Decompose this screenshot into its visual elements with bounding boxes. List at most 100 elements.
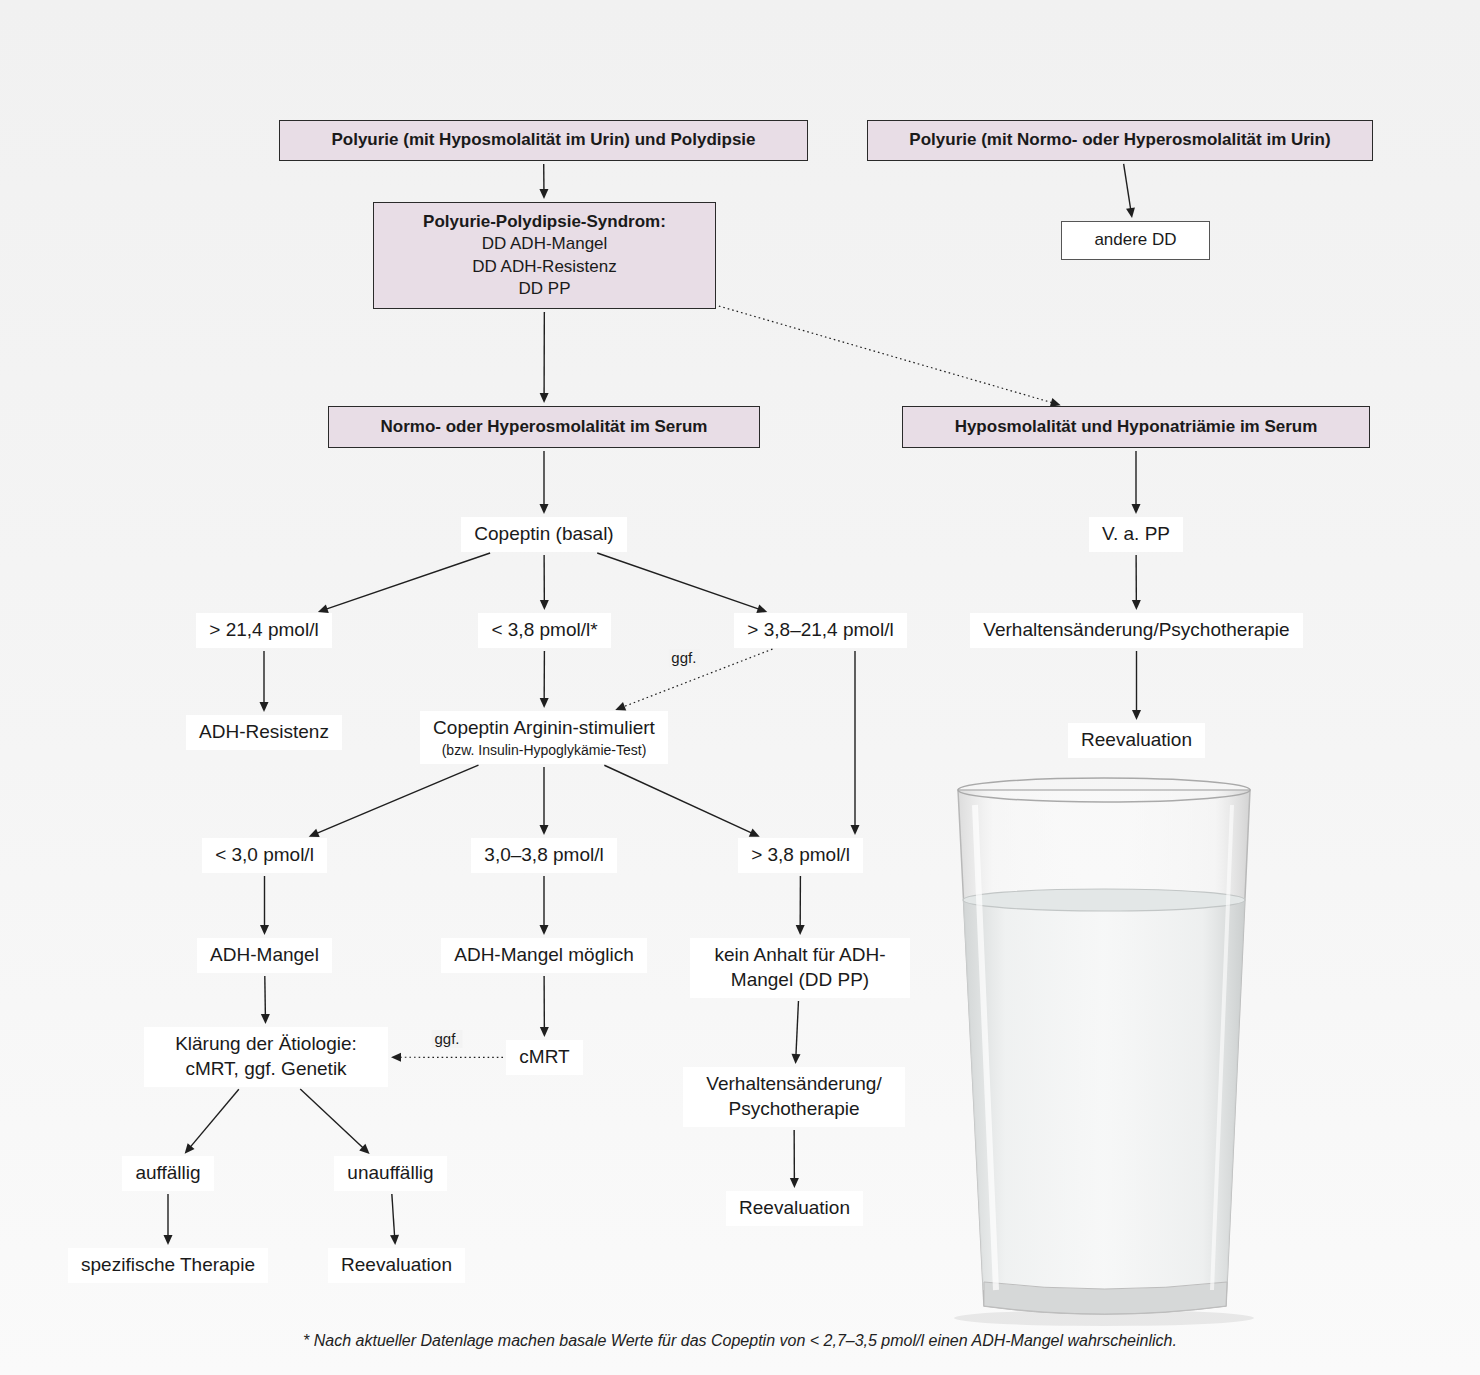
- arrow-connector: [261, 976, 270, 1024]
- connector-line: [543, 451, 544, 506]
- arrow-head: [359, 1144, 369, 1154]
- node-text: auffällig: [135, 1161, 200, 1186]
- arrow-connector: [792, 1001, 801, 1064]
- arrow-connector: [540, 976, 549, 1037]
- glass-highlight: [975, 805, 996, 1290]
- dotted-arrow: [719, 306, 1061, 407]
- edge-label: ggf.: [668, 649, 699, 667]
- text-box: 3,0–3,8 pmol/l: [471, 838, 617, 873]
- connector-line: [799, 876, 801, 927]
- connector-line: [392, 1194, 395, 1237]
- text-box: > 3,8 pmol/l: [738, 838, 863, 873]
- glass-water: [963, 900, 1245, 1297]
- arrow-connector: [540, 555, 549, 610]
- arrow-head: [540, 393, 549, 403]
- arrow-head: [260, 702, 269, 712]
- arrow-head: [540, 925, 549, 935]
- arrow-head: [540, 504, 549, 514]
- text-box: ADH-Mangel: [197, 938, 332, 973]
- arrow-connector: [318, 553, 490, 613]
- connector-line: [543, 876, 544, 927]
- arrow-head: [792, 1054, 801, 1064]
- arrow-connector: [260, 651, 269, 712]
- arrow-connector: [300, 1089, 369, 1154]
- node-text: 3,0–3,8 pmol/l: [484, 843, 603, 868]
- footnote-caption: * Nach aktueller Datenlage machen basale…: [0, 1331, 1480, 1350]
- connector-line: [316, 765, 478, 834]
- node-text: Verhaltensänderung/ Psychotherapie: [695, 1072, 893, 1121]
- connector-line: [264, 976, 266, 1016]
- arrow-head: [318, 605, 329, 614]
- arrow-head: [185, 1143, 195, 1154]
- arrow-head: [309, 829, 320, 837]
- node-text: Reevaluation: [1081, 728, 1192, 753]
- connector-line: [719, 306, 1053, 403]
- arrow-head: [540, 825, 549, 835]
- node-text: (bzw. Insulin-Hypoglykämie-Test): [442, 741, 647, 759]
- connector-line: [263, 651, 264, 704]
- connector-line: [1136, 651, 1137, 712]
- text-box: Reevaluation: [328, 1248, 465, 1283]
- node-text: DD PP: [519, 278, 571, 300]
- dotted-arrow: [391, 1053, 503, 1062]
- node-text: Copeptin (basal): [474, 522, 613, 547]
- text-box: ADH-Resistenz: [186, 715, 342, 750]
- connector-line: [1124, 164, 1131, 210]
- glass-highlight: [1212, 805, 1232, 1290]
- connector-line: [604, 765, 752, 833]
- node-text: ADH-Mangel möglich: [454, 943, 634, 968]
- node-text: V. a. PP: [1102, 522, 1170, 547]
- arrow-head: [260, 925, 269, 935]
- arrow-connector: [540, 312, 549, 403]
- text-box: Verhaltensänderung/ Psychotherapie: [683, 1067, 905, 1127]
- arrow-head: [796, 925, 805, 935]
- connector-line: [1135, 451, 1136, 506]
- process-box: Polyurie-Polydipsie-Syndrom:DD ADH-Mange…: [373, 202, 716, 309]
- connector-line: [190, 1089, 239, 1147]
- connector-line: [543, 164, 545, 191]
- node-text: Verhaltensänderung/Psychotherapie: [983, 618, 1289, 643]
- text-box: < 3,8 pmol/l*: [478, 613, 611, 648]
- text-box: Copeptin (basal): [461, 517, 627, 552]
- text-box: unauffällig: [334, 1156, 447, 1191]
- connector-line: [543, 312, 545, 395]
- node-text: DD ADH-Resistenz: [472, 256, 617, 278]
- arrow-head: [615, 702, 626, 710]
- node-text: unauffällig: [347, 1161, 433, 1186]
- process-box: Hyposmolalität und Hyponatriämie im Seru…: [902, 406, 1370, 448]
- process-box: Polyurie (mit Hyposmolalität im Urin) un…: [279, 120, 808, 161]
- connector-line: [543, 651, 545, 700]
- arrow-connector: [1124, 164, 1135, 218]
- node-text: Hyposmolalität und Hyponatriämie im Seru…: [955, 416, 1318, 438]
- node-text: > 3,8 pmol/l: [751, 843, 850, 868]
- edge-label: ggf.: [431, 1030, 462, 1048]
- arrow-head: [1126, 207, 1135, 218]
- node-text: ADH-Resistenz: [199, 720, 329, 745]
- text-box: Reevaluation: [1068, 723, 1205, 758]
- arrow-head: [749, 828, 760, 836]
- text-box: > 21,4 pmol/l: [196, 613, 332, 648]
- text-box: Reevaluation: [726, 1191, 863, 1226]
- connector-line: [597, 553, 759, 609]
- arrow-connector: [796, 876, 805, 935]
- text-box: V. a. PP: [1089, 517, 1183, 552]
- text-box: Klärung der Ätiologie: cMRT, ggf. Geneti…: [144, 1027, 388, 1087]
- arrow-head: [390, 1235, 399, 1245]
- arrow-connector: [790, 1130, 799, 1188]
- text-box: cMRT: [506, 1040, 583, 1075]
- dotted-arrow: [615, 649, 772, 710]
- arrow-connector: [597, 553, 767, 613]
- connector-line: [796, 1001, 799, 1056]
- connector-line: [543, 555, 545, 602]
- arrow-head: [1132, 710, 1141, 720]
- connector-line: [543, 976, 545, 1029]
- arrow-head: [1132, 504, 1141, 514]
- node-text: cMRT: [519, 1045, 569, 1070]
- arrow-head: [540, 698, 549, 708]
- text-box: auffällig: [122, 1156, 214, 1191]
- node-text: > 21,4 pmol/l: [209, 618, 318, 643]
- arrow-head: [164, 1235, 173, 1245]
- text-box: < 3,0 pmol/l: [202, 838, 327, 873]
- arrow-connector: [540, 651, 549, 708]
- node-text: kein Anhalt für ADH-Mangel (DD PP): [702, 943, 898, 992]
